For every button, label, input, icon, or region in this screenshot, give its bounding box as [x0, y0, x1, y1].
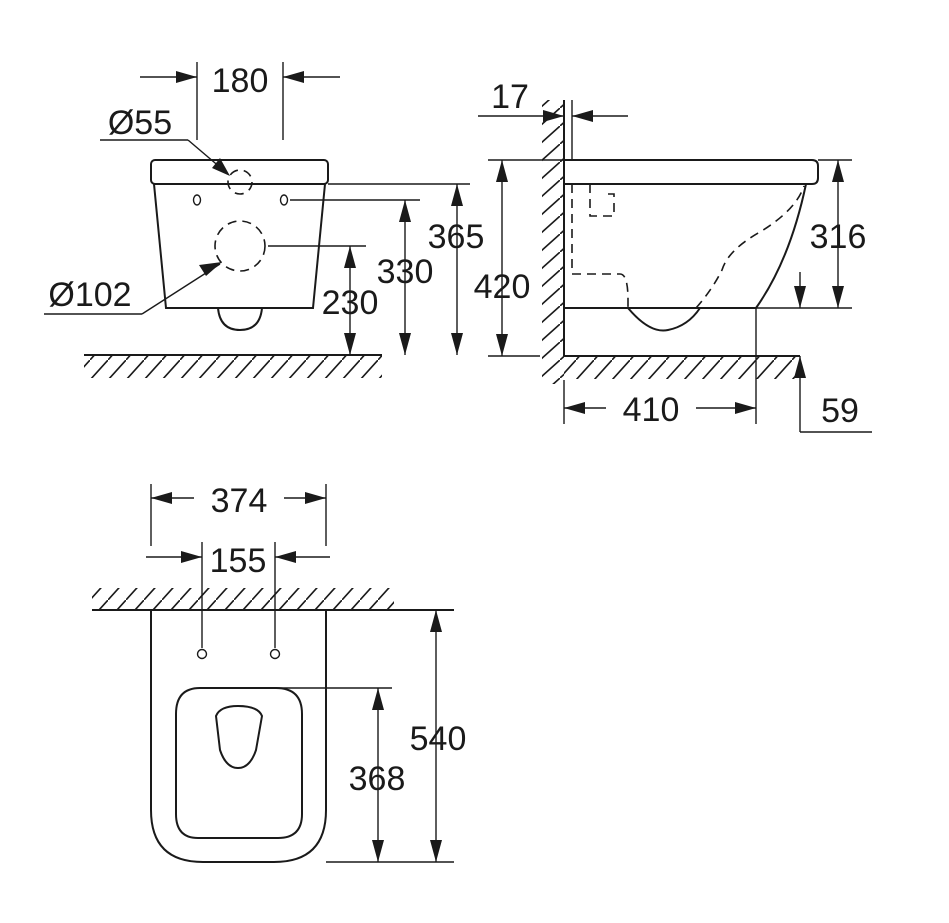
dim-label-374: 374	[211, 482, 268, 520]
plan-view: 374 155 540 368	[92, 482, 467, 863]
side-view: 17 420 316 410	[474, 78, 872, 433]
dim-floor-gap: 59	[794, 272, 872, 433]
floor-hatch-side	[564, 357, 800, 379]
dim-seat-length: 368	[276, 687, 406, 862]
dim-plan-length: 540	[326, 610, 467, 863]
dim-wall-offset: 17	[478, 78, 628, 160]
dim-label-368: 368	[349, 760, 406, 798]
dim-bowl-height: 316	[756, 159, 867, 309]
dim-label-420: 420	[474, 268, 531, 306]
dim-label-17: 17	[491, 78, 529, 116]
dim-height-inlet: 330	[377, 200, 434, 355]
toilet-side-outline	[564, 159, 819, 332]
toilet-front-outline	[150, 159, 329, 332]
dim-label-155: 155	[210, 542, 267, 580]
wall-hatch	[542, 100, 564, 384]
dim-label-330: 330	[377, 253, 434, 291]
dim-label-59: 59	[821, 392, 859, 430]
dim-height-outlet: 230	[322, 246, 379, 355]
dim-label-230: 230	[322, 284, 379, 322]
wall-hatch-plan	[92, 588, 394, 610]
dim-outlet-diameter: Ø102	[44, 262, 222, 315]
dim-inlet-diameter: Ø55	[100, 104, 230, 176]
dim-total-height: 420	[474, 159, 564, 357]
dim-bolt-spacing: 155	[146, 542, 330, 648]
dim-projection: 410	[563, 308, 757, 429]
floor-hatch	[84, 356, 382, 378]
dim-plan-width: 374	[150, 482, 327, 546]
toilet-plan-outline	[150, 610, 327, 863]
dim-label-540: 540	[410, 720, 467, 758]
dim-label-180: 180	[212, 62, 269, 100]
dim-label-d55: Ø55	[108, 104, 172, 142]
dim-height-top: 365	[428, 184, 485, 355]
dim-label-316: 316	[810, 218, 867, 256]
front-view: 180 Ø55 Ø102 365	[44, 62, 484, 378]
dim-label-410: 410	[623, 391, 680, 429]
dim-label-365: 365	[428, 218, 485, 256]
dim-label-d102: Ø102	[48, 276, 131, 314]
dim-outlet-spacing: 180	[140, 62, 340, 140]
